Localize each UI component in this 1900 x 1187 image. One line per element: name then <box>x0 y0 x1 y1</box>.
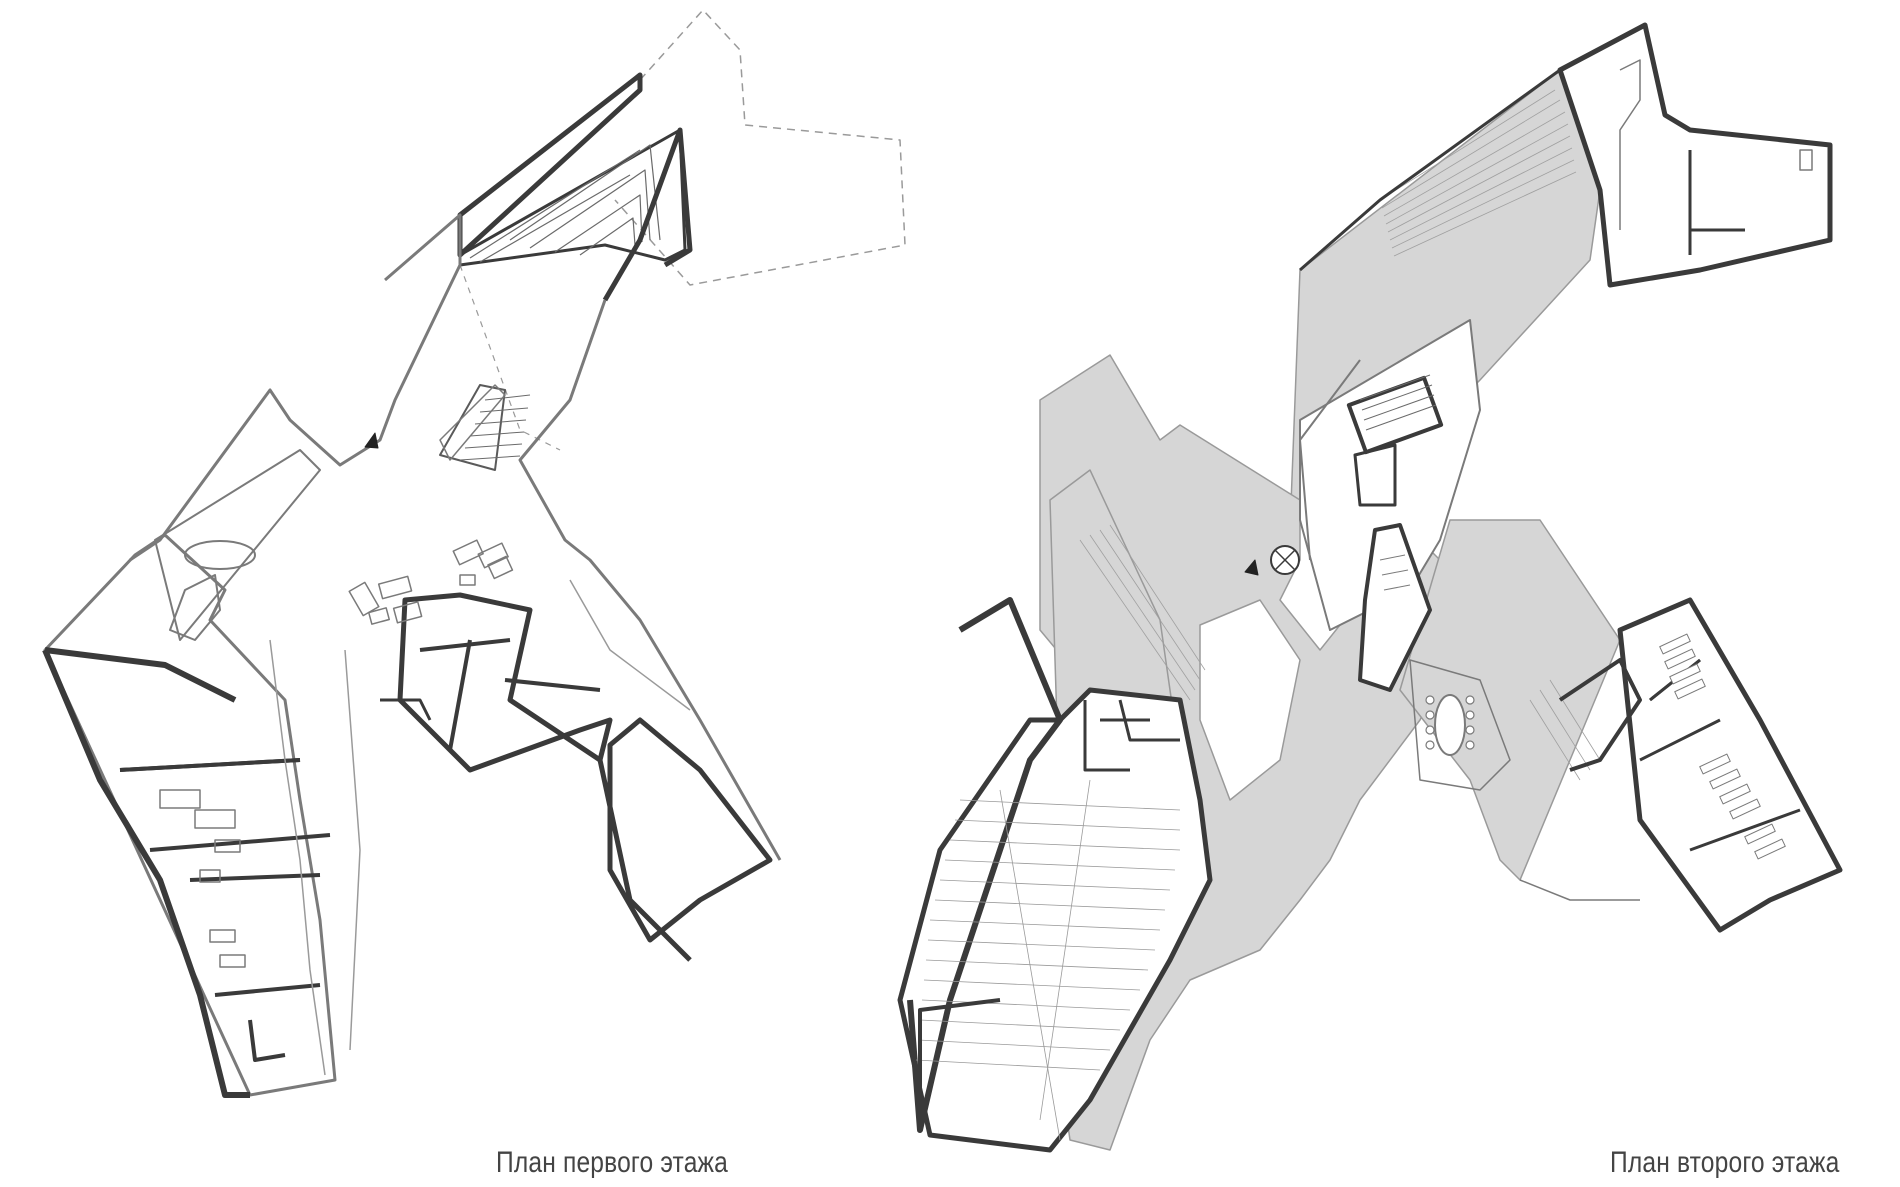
pointed-wall <box>602 127 693 302</box>
step-lines <box>469 144 661 263</box>
conference-table <box>1434 694 1466 756</box>
left-wing-wall <box>43 533 337 1097</box>
central-rooms-block <box>397 592 613 773</box>
corridor-outline-upper <box>129 213 462 562</box>
second-floor-caption: План второго этажа <box>1610 1146 1840 1179</box>
central-stair-steps <box>459 394 531 461</box>
central-stair <box>439 384 506 471</box>
lobby-blob <box>169 574 221 641</box>
core-stair <box>1346 375 1444 455</box>
entrance-arrow-icon <box>364 432 379 449</box>
central-void <box>1199 599 1301 801</box>
ramp-hatching <box>1079 89 1601 781</box>
upper-stair-wedge <box>457 72 643 258</box>
corridor-outline-lower <box>518 299 782 861</box>
dashed-canopy-outline <box>614 9 906 286</box>
central-core <box>1299 319 1481 631</box>
lobby-furniture <box>348 539 514 625</box>
auditorium-seat-rows <box>915 779 1181 1141</box>
core-stair-steps <box>1359 374 1437 431</box>
right-wing-corridor-line <box>569 579 691 711</box>
right-wing-wall <box>607 717 773 943</box>
left-wing-corridor-line <box>269 639 326 1076</box>
entrance-arrow-2-icon <box>1244 559 1259 576</box>
classroom-wing <box>1617 597 1843 933</box>
conference-chairs <box>1425 695 1475 750</box>
upper-right-block <box>1557 22 1833 288</box>
first-floor-caption: План первого этажа <box>496 1146 729 1179</box>
left-wing-outer-wall <box>42 648 250 1098</box>
left-wing-inner-wall <box>44 647 237 703</box>
auditorium-block <box>897 687 1213 1153</box>
classroom-desks <box>1659 633 1786 860</box>
triangle-lobby <box>154 449 321 641</box>
dashed-interior-line <box>459 264 561 451</box>
meeting-tables <box>159 789 246 968</box>
lobby-ellipse <box>184 540 256 570</box>
core-wc-fixtures <box>1379 554 1411 591</box>
second-floor-plan <box>897 22 1843 1153</box>
upper-band-wall <box>1299 68 1561 272</box>
first-floor-plan <box>42 9 906 1098</box>
